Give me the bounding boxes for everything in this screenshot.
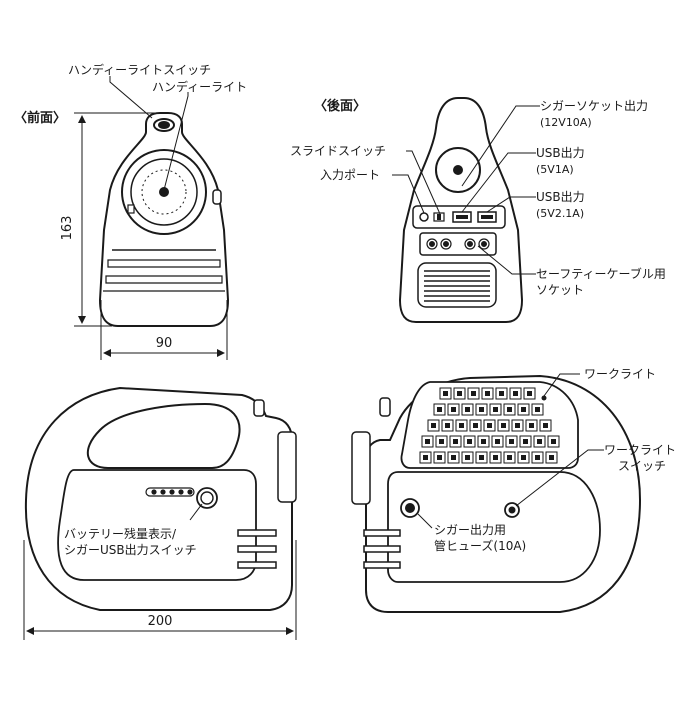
side-left-handle-opening — [86, 402, 241, 469]
work-light-led-core — [515, 423, 520, 428]
work-light-led-core — [521, 455, 526, 460]
work-light-led-core — [481, 439, 486, 444]
work-light-led-core — [523, 439, 528, 444]
label-cigar-socket: シガーソケット出力 — [540, 99, 648, 113]
work-light-led-core — [439, 439, 444, 444]
label-battery-display-2: シガーUSB出力スイッチ — [64, 543, 197, 557]
work-light-led-core — [551, 439, 556, 444]
front-view — [98, 112, 230, 327]
label-handy-light-switch: ハンディーライトスイッチ — [68, 62, 211, 77]
work-light-led-core — [507, 455, 512, 460]
rear-view — [398, 97, 524, 323]
label-cigar-socket-spec: (12V10A) — [540, 116, 592, 129]
work-light-led-core — [465, 455, 470, 460]
front-width-label: 90 — [156, 336, 173, 351]
input-port — [419, 212, 429, 222]
work-light-led-core — [473, 423, 478, 428]
work-light-led-core — [465, 407, 470, 412]
work-light-led-core — [543, 423, 548, 428]
side-right-callout-lines — [417, 373, 604, 529]
label-work-light: ワークライト — [584, 367, 656, 381]
label-usb1: USB出力 — [536, 146, 585, 160]
work-light-led-core — [457, 391, 462, 396]
side-width-label: 200 — [148, 614, 173, 629]
side-left-grooves — [237, 529, 277, 569]
side-right-panel — [387, 471, 601, 583]
label-handy-light: ハンディーライト — [152, 79, 247, 94]
work-light-led-core — [529, 423, 534, 428]
label-safety-cable-1: セーフティーケーブル用 — [536, 266, 666, 281]
height-dimension — [74, 112, 164, 327]
work-light-led-core — [535, 455, 540, 460]
work-light-led-core — [437, 455, 442, 460]
label-fuse-1: シガー出力用 — [434, 523, 506, 537]
work-light-led-core — [493, 407, 498, 412]
work-light-led-core — [549, 455, 554, 460]
label-usb2: USB出力 — [536, 190, 585, 204]
work-light-led-core — [495, 439, 500, 444]
work-light-led-core — [527, 391, 532, 396]
label-work-light-switch-2: スイッチ — [618, 459, 666, 473]
work-light-dot — [541, 395, 547, 401]
height-label: 163 — [60, 216, 75, 241]
work-light-led-core — [431, 423, 436, 428]
work-light-led-core — [443, 391, 448, 396]
work-light-led-core — [479, 455, 484, 460]
work-light-led-core — [471, 391, 476, 396]
work-light-led-core — [423, 455, 428, 460]
work-light-led-core — [493, 455, 498, 460]
front-width-dimension — [100, 300, 228, 360]
label-fuse-2: 管ヒューズ(10A) — [434, 538, 526, 553]
work-light-led-core — [437, 407, 442, 412]
label-battery-display-1: バッテリー残量表示/ — [64, 527, 177, 541]
label-usb2-spec: (5V2.1A) — [536, 207, 584, 220]
work-light-led-core — [501, 423, 506, 428]
work-light-led-grid — [419, 387, 560, 464]
rear-callout-lines — [392, 105, 540, 275]
battery-indicator-leds — [145, 487, 195, 497]
work-light-led-core — [485, 391, 490, 396]
rear-title: 〈後面〉 — [314, 98, 366, 114]
label-safety-cable-2: ソケット — [536, 283, 584, 297]
side-view-left — [24, 386, 297, 611]
front-title: 〈前面〉 — [14, 110, 66, 126]
work-light-led-core — [467, 439, 472, 444]
work-light-led-core — [451, 407, 456, 412]
work-light-led-core — [513, 391, 518, 396]
label-work-light-switch-1: ワークライト — [604, 443, 676, 457]
label-slide-switch: スライドスイッチ — [290, 144, 386, 158]
work-light-led-core — [445, 423, 450, 428]
work-light-led-core — [425, 439, 430, 444]
label-usb1-spec: (5V1A) — [536, 163, 574, 176]
work-light-led-core — [459, 423, 464, 428]
work-light-led-core — [451, 455, 456, 460]
work-light-led-core — [521, 407, 526, 412]
work-light-led-core — [487, 423, 492, 428]
work-light-led-core — [507, 407, 512, 412]
front-callout-lines — [109, 76, 189, 191]
work-light-led-core — [509, 439, 514, 444]
safety-cable-socket-panel — [419, 232, 497, 256]
side-width-dimension — [23, 540, 297, 640]
work-light-led-core — [535, 407, 540, 412]
work-light-led-core — [453, 439, 458, 444]
work-light-led-core — [499, 391, 504, 396]
work-light-led-core — [479, 407, 484, 412]
label-input-port: 入力ポート — [320, 168, 380, 182]
rear-grille-lines — [424, 270, 490, 302]
work-light-led-core — [537, 439, 542, 444]
side-left-panel — [57, 469, 257, 581]
